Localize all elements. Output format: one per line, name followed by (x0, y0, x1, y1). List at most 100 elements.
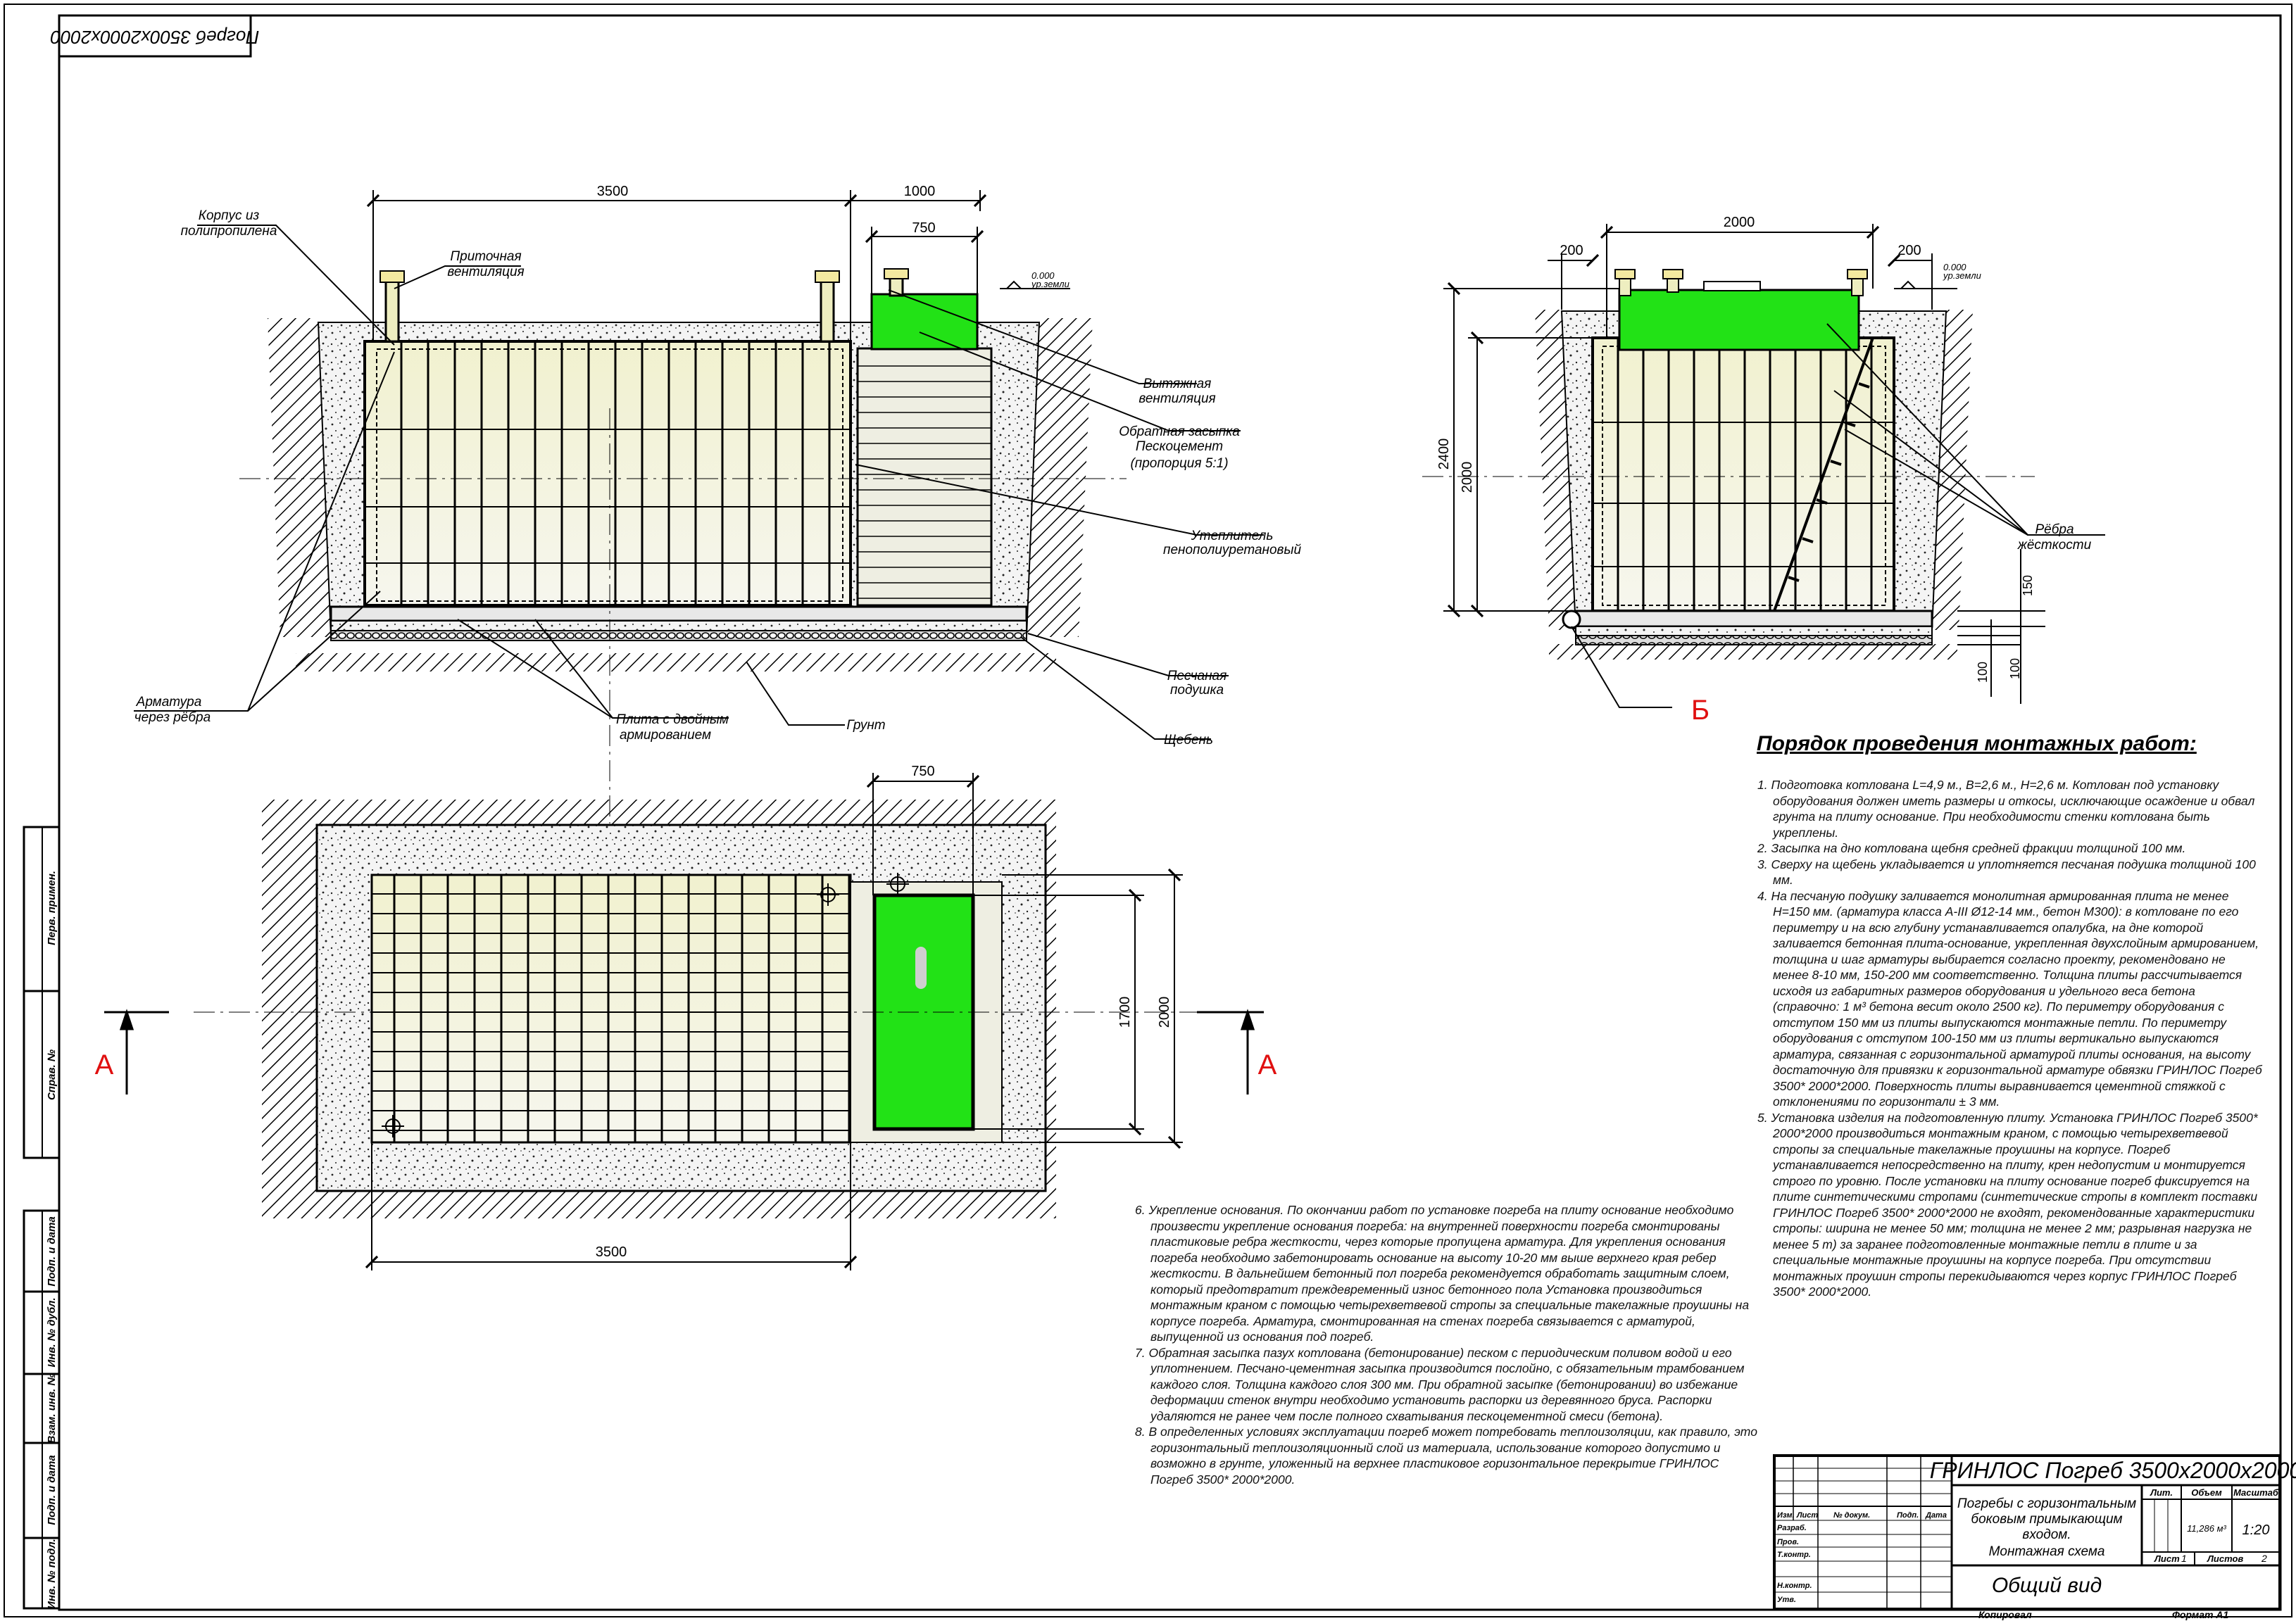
label-insul-1: Утеплитель (1191, 529, 1274, 543)
plan-handle (915, 947, 927, 989)
tb-desc-2: боковым примыкающим (1971, 1512, 2122, 1527)
ground-hatch-right (1027, 318, 1093, 637)
labels-a: Корпус из полипропилена Приточная вентил… (134, 208, 1302, 748)
tb-listov-no: 2 (2261, 1553, 2267, 1564)
tb-kopiroval: Копировал (1978, 1609, 2032, 1620)
label-rebar-2: через рёбра (134, 710, 211, 725)
dim-b-gravel: 100 (1976, 662, 1990, 683)
procedure-item: 4. На песчаную подушку заливается моноли… (1757, 888, 2262, 1109)
label-backfill-1: Обратная засыпка (1119, 424, 1240, 439)
sand-layer-a (330, 620, 1027, 631)
plan-dim-h2: 2000 (1157, 997, 1172, 1028)
procedure-item: 2. Засыпка на дно котлована щебня средне… (1757, 841, 2186, 855)
dim-b-width: 2000 (1724, 215, 1755, 230)
plan-dim-len: 3500 (596, 1244, 627, 1260)
leaders-a (134, 225, 1264, 740)
plan-dim-h1: 1700 (1117, 997, 1133, 1028)
dim-a-shaft: 750 (912, 220, 935, 236)
ribs-vertical-a (400, 341, 831, 605)
plan-cut-markers (104, 1009, 1264, 1095)
vent-intake-a (379, 270, 405, 343)
concrete-slab-a (330, 605, 1028, 622)
side-label-podp2: Подп. и дата (46, 1455, 58, 1525)
lid-green-b (1618, 289, 1860, 351)
side-label-sprav: Справ. № (46, 1049, 58, 1100)
plan-view: А А 750 3500 1700 2000 (95, 764, 1277, 1270)
section-a: 3500 1000 750 0.000 ур.земли Корпус из п… (134, 184, 1301, 824)
side-label-perv: Перв. примен. (46, 871, 58, 945)
tb-product: ГРИНЛОС Погреб 3500х2000х2000 (1930, 1458, 2296, 1483)
label-insul-2: пенополиуретановый (1163, 543, 1301, 557)
ribs-horizontal-a (365, 429, 851, 564)
label-ribs-2: жёсткости (2017, 538, 2092, 553)
slab-b (1574, 610, 1933, 628)
ground-level-value-b: 0.000 (1943, 262, 1966, 272)
title-block-text: ГРИНЛОС Погреб 3500х2000х2000 Погребы с … (1777, 1458, 2296, 1620)
vents-b (1614, 269, 1868, 296)
tb-volume: 11,286 м³ (2187, 1523, 2226, 1534)
label-vent-out-1: Вытяжная (1143, 377, 1212, 391)
dim-b-left: 200 (1560, 243, 1583, 258)
plan-dim-shaft: 750 (911, 764, 934, 779)
tb-desc-1: Погребы с горизонтальным (1957, 1496, 2136, 1511)
side-stamp-labels: Перв. примен. Справ. № Подп. и дата Инв.… (46, 871, 58, 1609)
gravel-b (1575, 635, 1933, 645)
tb-list-no: 1 (2181, 1553, 2187, 1564)
section-b: 2000 200 200 2400 2000 150 100 100 0.000… (1422, 215, 2105, 726)
ladder-b (1773, 337, 1874, 612)
sand-b (1575, 626, 1933, 636)
tb-row-razrab: Разраб. (1777, 1524, 1807, 1532)
label-vent-in-1: Приточная (450, 249, 521, 264)
lid-handle-b (1703, 281, 1761, 291)
procedure-item: 8. В определенных условиях эксплуатации … (1135, 1425, 1757, 1487)
tb-list: Лист (2154, 1553, 2180, 1564)
dim-b-right: 200 (1897, 243, 1921, 258)
tb-col-izm: Изм. (1777, 1511, 1795, 1520)
procedure-item: 6. Укрепление основания. По окончании ра… (1135, 1203, 1750, 1344)
side-label-vzam: Взам. инв. № (46, 1373, 58, 1443)
procedure-item: 1. Подготовка котлована L=4,9 м., B=2,6 … (1757, 778, 2255, 840)
cellar-body-a (363, 340, 852, 607)
ground-hatch-right-b (1932, 310, 1973, 630)
tb-row-nkontr: Н.контр. (1777, 1582, 1812, 1590)
ribs-vertical-b (1617, 338, 1873, 611)
tb-desc-3: входом. (2022, 1527, 2071, 1542)
vent-intake-a2 (815, 270, 840, 343)
dim-a-len: 3500 (597, 184, 629, 199)
label-vent-out-2: вентиляция (1138, 391, 1215, 406)
plan-body (370, 873, 852, 1144)
ground-level-value-a: 0.000 (1031, 270, 1055, 281)
plan-cut-left: А (95, 1049, 114, 1080)
procedure-list-left: 6. Укрепление основания. По окончании ра… (1135, 1202, 1762, 1487)
gravel-layer-a (330, 630, 1027, 641)
label-slab-1: Плита с двойным (616, 712, 729, 727)
plan-cut-right: А (1258, 1049, 1277, 1080)
dim-a-right: 1000 (904, 184, 936, 199)
side-label-podp1: Подп. и дата (46, 1216, 58, 1286)
shaft-hatch-green (870, 293, 979, 351)
ground-hatch-left (268, 318, 331, 637)
tb-sheet-title: Общий вид (1992, 1574, 2102, 1597)
label-ribs-1: Рёбра (2035, 522, 2074, 537)
label-ground: Грунт (846, 718, 885, 733)
dims-b (1443, 224, 2045, 704)
procedure-heading: Порядок проведения монтажных работ: (1757, 732, 2197, 755)
tb-lit: Лит. (2150, 1487, 2173, 1498)
label-gravel: Щебень (1164, 733, 1213, 748)
ground-hatch-bottom (296, 653, 1056, 671)
plan-grid-vertical (393, 875, 851, 1142)
tb-row-utv: Утв. (1777, 1596, 1796, 1604)
tb-masshtab: Масштаб (2233, 1487, 2279, 1498)
procedure-item: 7. Обратная засыпка пазух котлована (бет… (1135, 1345, 1745, 1423)
label-sand-2: подушка (1170, 683, 1224, 698)
outer-frame (4, 4, 2292, 1617)
plan-vent-markers (382, 873, 909, 1137)
dim-b-sand: 100 (2008, 658, 2022, 679)
cut-b-letter: Б (1691, 695, 1710, 726)
tb-col-podp: Подп. (1897, 1511, 1919, 1520)
side-label-inv-podl: Инв. № подл. (46, 1539, 58, 1609)
vent-exhaust-a (884, 268, 909, 297)
tb-obem: Объем (2191, 1487, 2222, 1498)
procedure-list-right: 1. Подготовка котлована L=4,9 м., B=2,6 … (1757, 777, 2264, 1300)
